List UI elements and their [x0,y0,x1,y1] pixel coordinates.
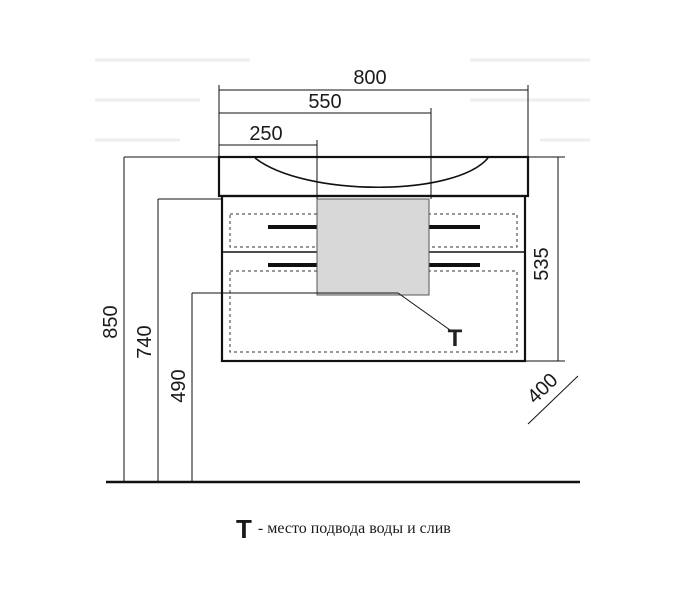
dim-535-label: 535 [531,247,553,280]
background-hatch [95,58,590,142]
lower-drawer-outline [229,270,518,353]
dim-550-label: 550 [308,91,341,113]
left-dimension-lines [123,156,398,482]
dim-250-label: 250 [249,123,282,145]
legend-text: - место подвода воды и слив [257,520,451,537]
dim-850-label: 850 [100,305,122,338]
dim-740-label: 740 [134,325,156,358]
water-supply-zone [316,198,430,296]
marker-leader-line [397,292,451,331]
basin-top [217,155,530,198]
dim-400-label: 400 [523,369,562,408]
cabinet-body [220,194,527,363]
right-dimension-lines [525,156,565,362]
dim-490-label: 490 [168,369,190,402]
legend: T - место подвода воды и слив [236,514,451,544]
water-supply-marker: T [448,325,463,352]
dim-800-label: 800 [353,67,386,89]
legend-symbol: T [236,514,252,544]
top-dimension-lines [218,85,529,199]
depth-dimension-line [527,375,579,425]
